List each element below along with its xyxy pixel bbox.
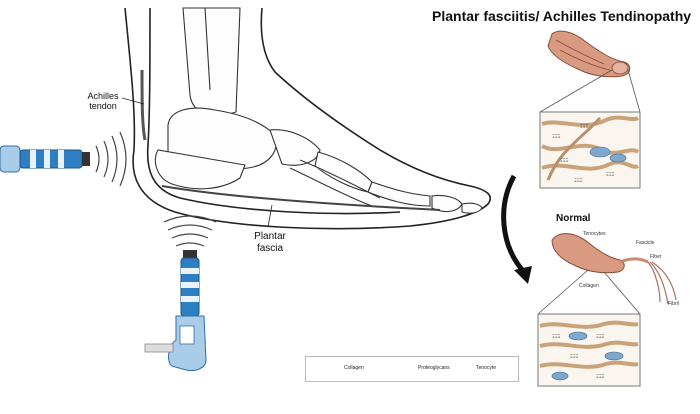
achilles-leader-line bbox=[121, 97, 145, 105]
plantar-label-line2: fascia bbox=[256, 242, 284, 254]
legend-proteoglycans-label: Proteoglycans bbox=[418, 365, 450, 371]
plantar-label-line1: Plantar bbox=[254, 231, 286, 242]
svg-text:ΞΞΞ: ΞΞΞ bbox=[560, 158, 569, 164]
svg-text:ΞΞΞ: ΞΞΞ bbox=[596, 334, 605, 340]
wave-emission-icon bbox=[95, 131, 127, 187]
normal-microstructure-box: ΞΞΞ ΞΞΞ ΞΞΞ ΞΞΞ bbox=[537, 313, 641, 387]
fascicle-label: Fascicle bbox=[636, 240, 655, 246]
svg-text:ΞΞΞ: ΞΞΞ bbox=[606, 172, 615, 178]
achilles-label-line2: tendon bbox=[89, 101, 117, 112]
plantar-label: Plantar fascia bbox=[250, 231, 290, 254]
plantar-fascia bbox=[161, 185, 441, 211]
svg-text:ΞΞΞ: ΞΞΞ bbox=[552, 134, 561, 140]
shockwave-applicator-icon bbox=[0, 145, 90, 173]
normal-label: Normal bbox=[556, 213, 591, 224]
achilles-label-line1: Achilles bbox=[87, 91, 119, 101]
plantar-leader-line bbox=[267, 204, 273, 228]
shockwave-applicator-icon bbox=[144, 250, 207, 371]
achilles-tendon bbox=[140, 69, 147, 141]
achilles-label: Achilles tendon bbox=[80, 91, 126, 112]
normal-tendon-illustration bbox=[537, 233, 677, 315]
damaged-microstructure-box: ΞΞΞ ΞΞΞ ΞΞΞ ΞΞΞ ΞΞΞ bbox=[539, 111, 641, 189]
diagram-title: Plantar fasciitis/ Achilles Tendinopathy bbox=[432, 8, 692, 24]
legend-collagen-label: Collagen bbox=[344, 365, 364, 371]
svg-text:ΞΞΞ: ΞΞΞ bbox=[580, 124, 589, 130]
damaged-tendon-illustration bbox=[539, 30, 641, 113]
collagen-label: Collagen bbox=[579, 283, 599, 289]
svg-text:ΞΞΞ: ΞΞΞ bbox=[574, 178, 583, 184]
fiber-label: Fiber bbox=[650, 254, 662, 260]
svg-text:ΞΞΞ: ΞΞΞ bbox=[596, 374, 605, 380]
svg-text:ΞΞΞ: ΞΞΞ bbox=[552, 334, 561, 340]
legend-tenocyte-label: Tenocyte bbox=[476, 365, 497, 371]
svg-text:ΞΞΞ: ΞΞΞ bbox=[570, 354, 579, 360]
legend: Collagen Proteoglycans Tenocyte bbox=[305, 356, 519, 382]
tenocytes-label: Tenocytes bbox=[583, 231, 606, 237]
foot-bones bbox=[154, 7, 483, 214]
fibril-label: Fibril bbox=[668, 301, 679, 307]
curved-arrow-icon bbox=[501, 174, 532, 284]
wave-emission-icon bbox=[163, 215, 217, 247]
